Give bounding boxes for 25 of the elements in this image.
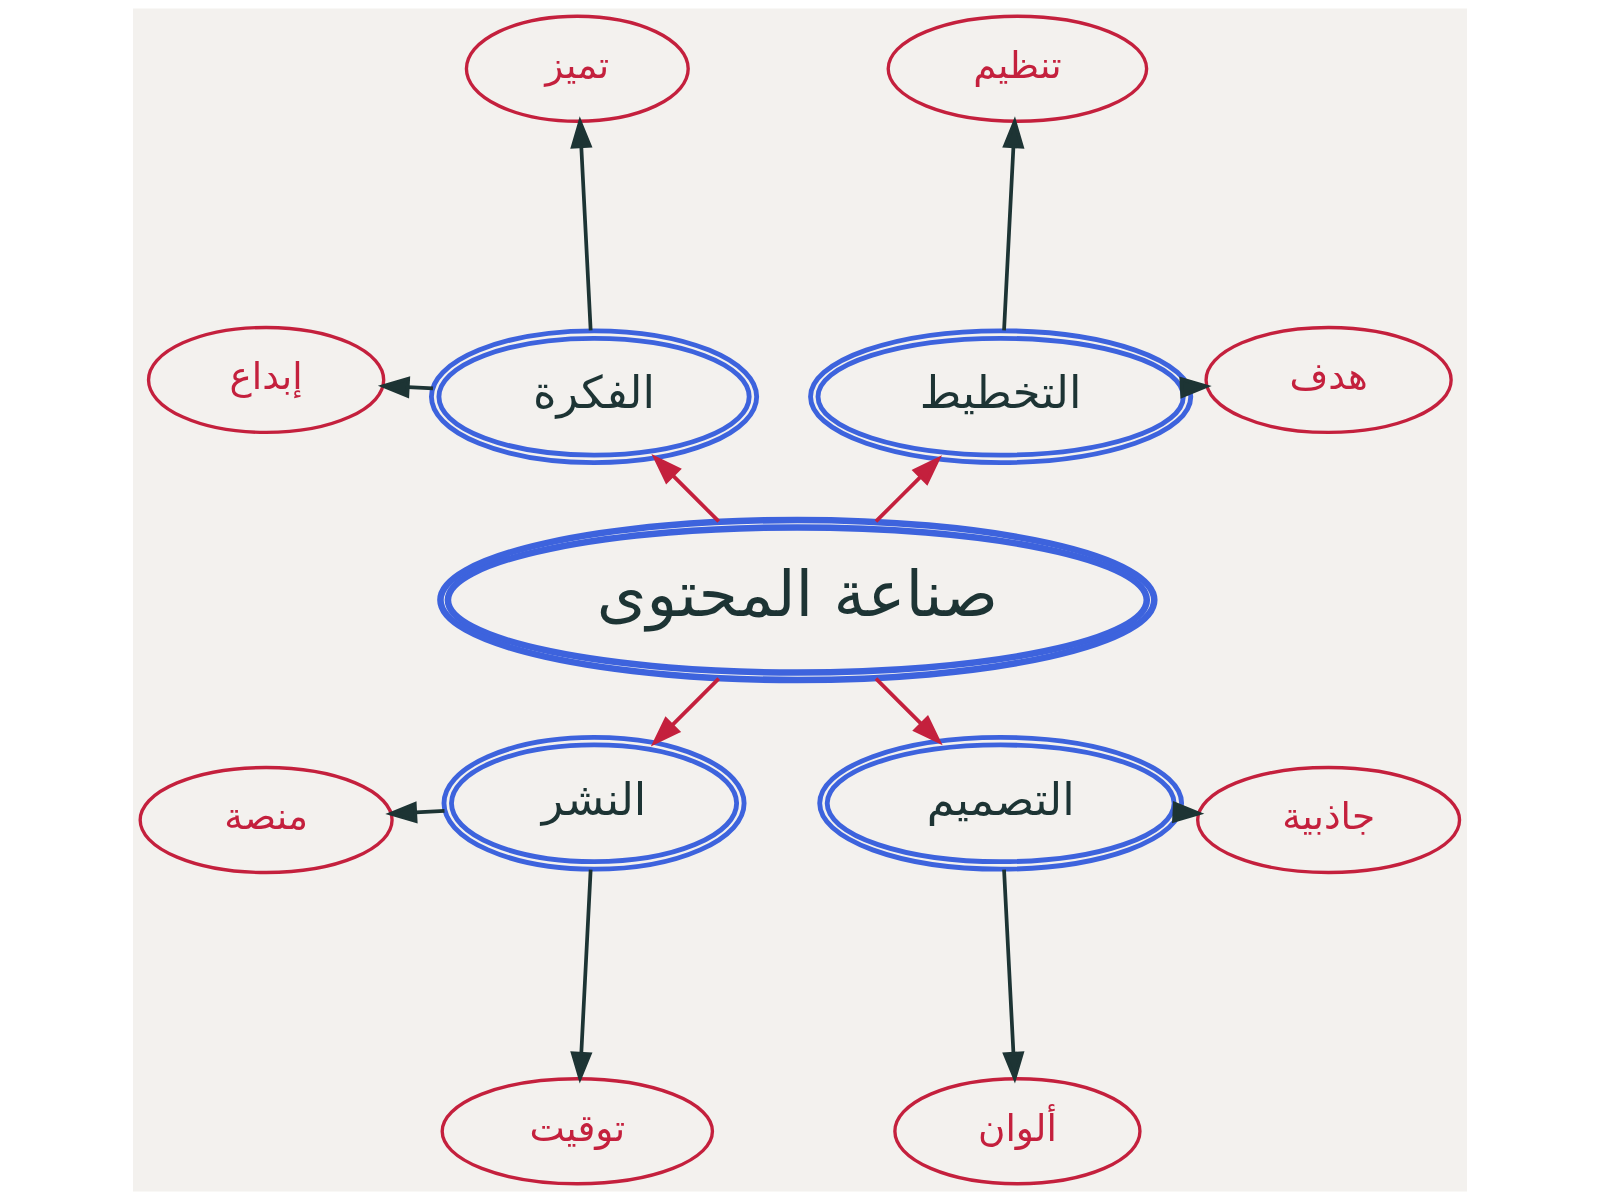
arrow (377, 376, 434, 399)
arrow (874, 455, 942, 523)
arrow (1171, 800, 1205, 824)
arrow (650, 677, 721, 747)
node-ellipse: تميز (464, 14, 690, 123)
arrow (651, 454, 721, 523)
node-ellipse: النشر (441, 735, 747, 872)
arrow (570, 869, 593, 1084)
node-ellipse: توقيت (440, 1077, 715, 1186)
node-ellipse: إبداع (146, 325, 386, 435)
node-ellipse: التصميم (817, 735, 1185, 872)
node-ellipse: ألوان (893, 1077, 1142, 1186)
node-ellipse: التخطيط (808, 328, 1194, 465)
arrow (570, 116, 593, 331)
node-ellipse: تنظيم (886, 14, 1149, 123)
node-ellipse: منصة (138, 765, 394, 875)
arrow (874, 677, 943, 746)
arrow (1002, 116, 1025, 331)
arrow (1002, 869, 1025, 1084)
node-ellipse: صناعة المحتوى (437, 516, 1158, 684)
node-ellipse: جاذبية (1196, 765, 1462, 875)
node-ellipse: الفكرة (429, 328, 760, 465)
node-ellipse: هدف (1204, 325, 1453, 435)
arrow (385, 801, 445, 824)
arrow (1179, 376, 1212, 399)
